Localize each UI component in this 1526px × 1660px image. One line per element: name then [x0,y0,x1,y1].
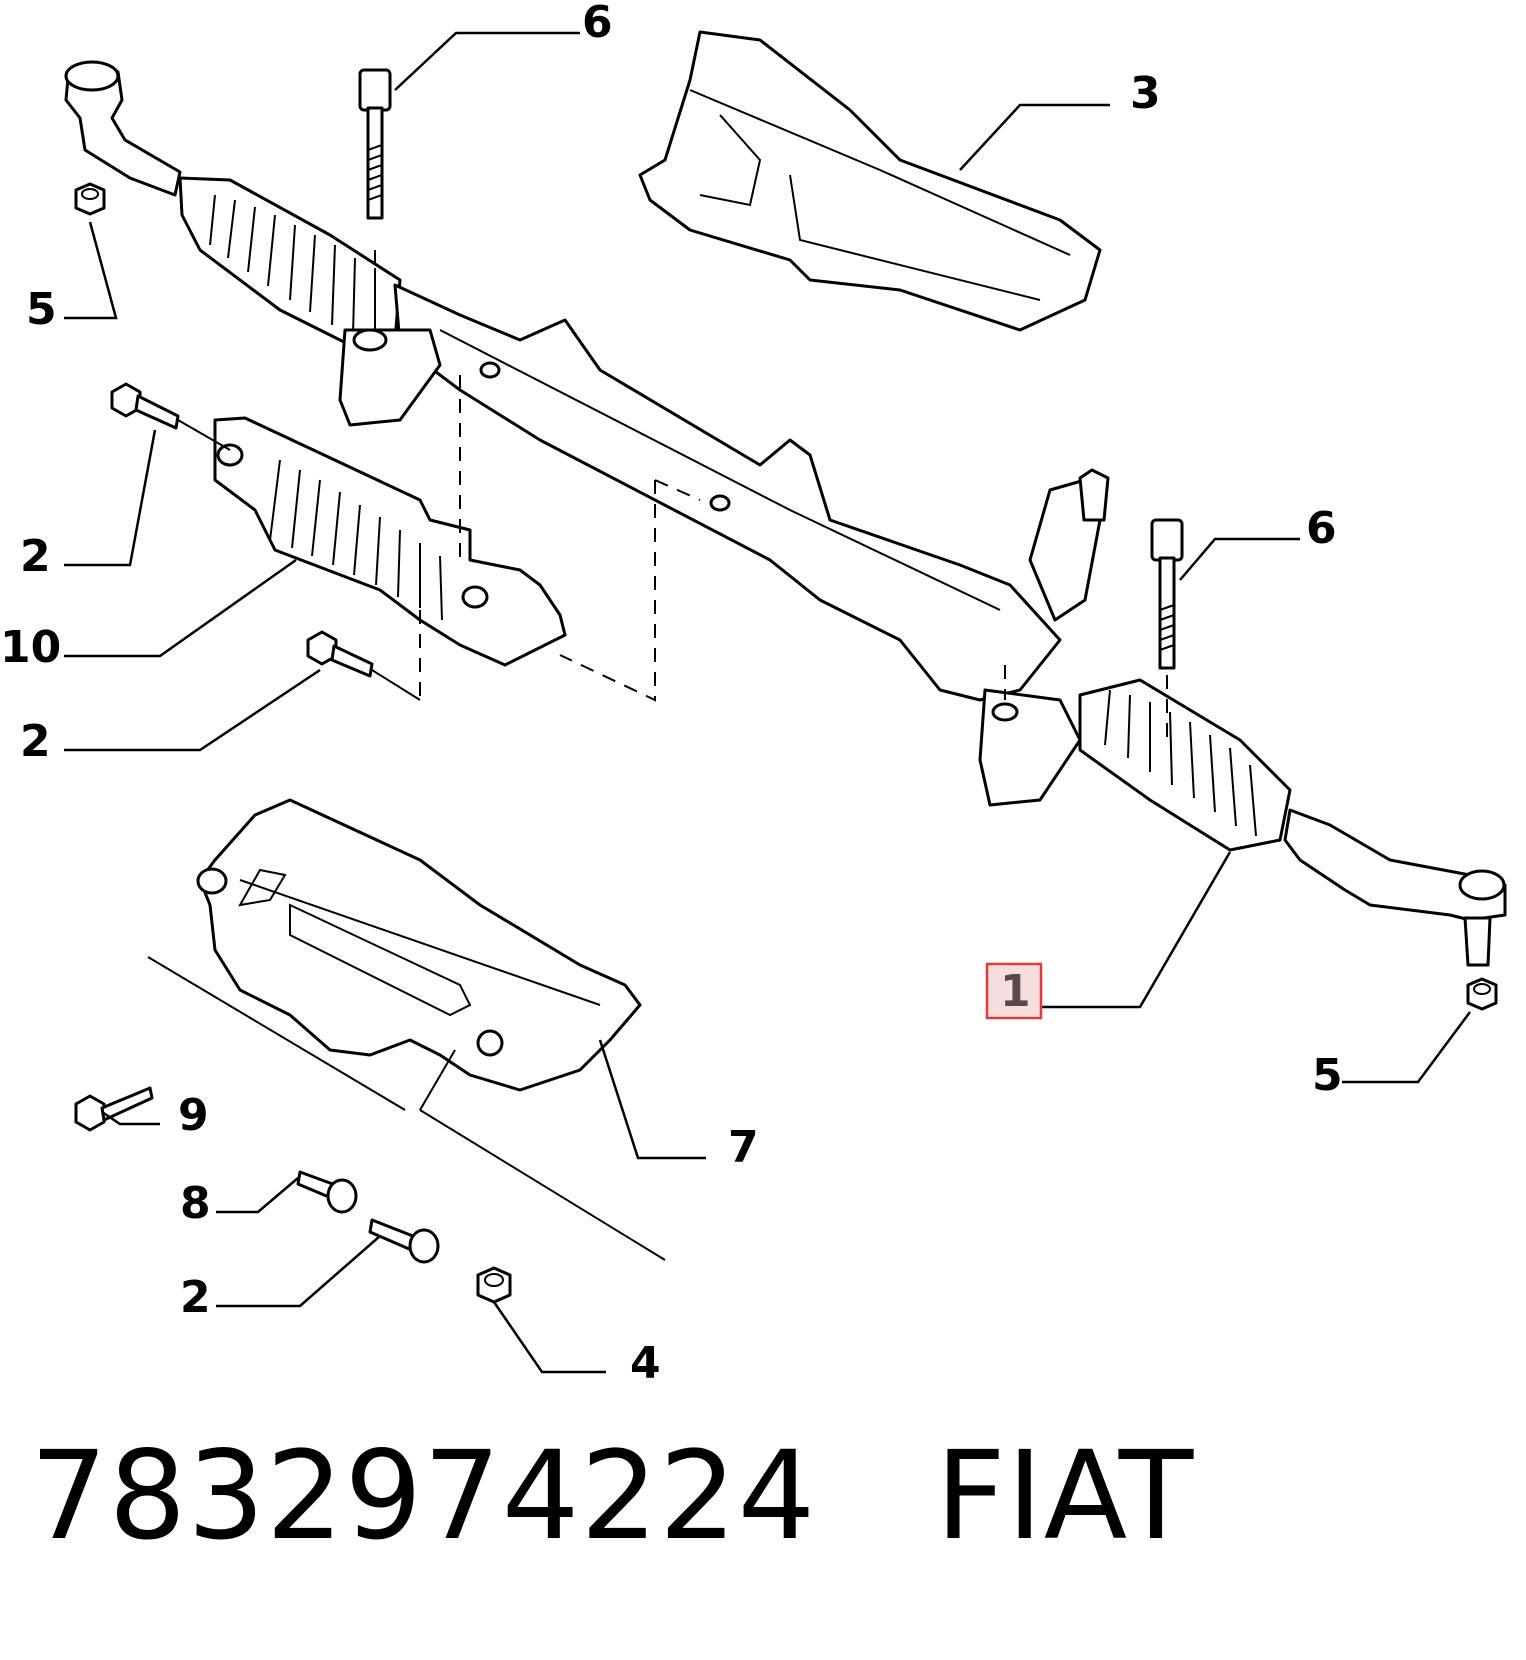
bolt-6-right[interactable] [1150,518,1184,670]
callout-2-upper[interactable]: 2 [20,531,51,582]
callout-labels: 6 3 5 2 10 2 6 1 5 9 7 8 2 4 [0,0,1343,1389]
screw-2-lower[interactable] [368,1218,440,1264]
callout-2-mid[interactable]: 2 [20,716,51,767]
rack-bracket[interactable] [213,416,567,667]
steering-rack[interactable] [64,60,1507,967]
heat-shield-lower[interactable] [196,798,642,1092]
nut-4[interactable] [476,1266,512,1304]
selected-part-highlight [985,962,1043,1020]
heat-shield-upper[interactable] [638,30,1102,332]
bolt-6-top[interactable] [358,68,392,220]
callout-6-right[interactable]: 6 [1306,503,1337,554]
nut-5-left[interactable] [74,182,106,216]
screw-2-mid[interactable] [306,630,374,678]
callout-4[interactable]: 4 [630,1338,661,1389]
callout-5-left[interactable]: 5 [26,284,57,335]
part-number: 7832974224 [30,1425,817,1567]
screw-9[interactable] [74,1086,154,1132]
exploded-parts-diagram: 6 3 5 2 10 2 6 1 5 9 7 8 2 4 [0,0,1507,1389]
nut-5-right[interactable] [1466,977,1498,1011]
callout-7[interactable]: 7 [728,1122,759,1173]
part-number-footer: 7832974224 FIAT [30,1425,1194,1567]
screw-2-upper[interactable] [110,382,180,430]
leader-lines [64,31,1472,1374]
screw-8[interactable] [296,1170,358,1214]
callout-9[interactable]: 9 [178,1090,209,1141]
callout-1[interactable]: 1 [1000,966,1031,1017]
footer-spacer [816,1425,935,1567]
brand-name: FIAT [935,1425,1195,1567]
callout-3[interactable]: 3 [1130,68,1161,119]
callout-5-right[interactable]: 5 [1312,1050,1343,1101]
callout-2-lower[interactable]: 2 [180,1272,211,1323]
assembly-lines [147,250,1168,1261]
callout-10[interactable]: 10 [0,622,61,673]
callout-8[interactable]: 8 [180,1178,211,1229]
callout-6-top[interactable]: 6 [582,0,613,48]
